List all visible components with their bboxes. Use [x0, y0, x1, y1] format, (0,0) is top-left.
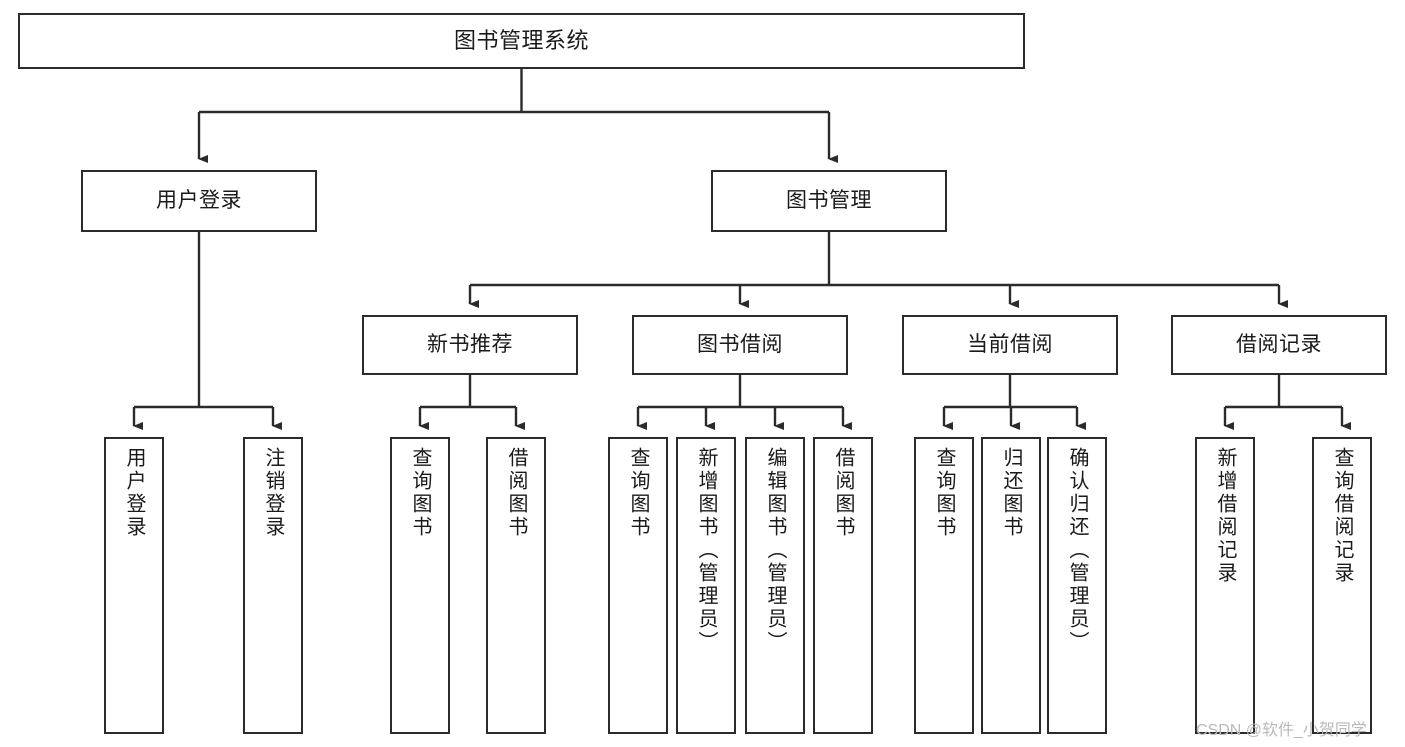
node-label: 新增借阅记录	[1214, 447, 1236, 585]
node-user-login[interactable]: 用户登录	[81, 170, 317, 232]
node-label: 图书借阅	[697, 332, 783, 356]
node-label: 借阅图书	[505, 447, 527, 539]
node-label: 归还图书	[1000, 447, 1022, 539]
node-leaf-query-book-2[interactable]: 查询图书	[608, 437, 668, 734]
node-label: 查询图书	[933, 447, 955, 539]
node-label: 当前借阅	[967, 332, 1053, 356]
node-label: 查询借阅记录	[1331, 447, 1353, 585]
watermark: CSDN @软件_小贺同学	[1196, 722, 1367, 739]
node-new-book-rec[interactable]: 新书推荐	[362, 315, 578, 375]
node-leaf-query-record[interactable]: 查询借阅记录	[1312, 437, 1372, 734]
node-borrow-record[interactable]: 借阅记录	[1171, 315, 1387, 375]
node-label: 确认归还（管理员）	[1066, 447, 1088, 654]
node-leaf-query-book-1[interactable]: 查询图书	[390, 437, 450, 734]
node-leaf-add-book[interactable]: 新增图书（管理员）	[676, 437, 736, 734]
node-book-manage[interactable]: 图书管理	[711, 170, 947, 232]
node-book-borrow[interactable]: 图书借阅	[632, 315, 848, 375]
node-leaf-return-book[interactable]: 归还图书	[981, 437, 1041, 734]
node-label: 用户登录	[123, 447, 145, 539]
node-label: 借阅记录	[1236, 332, 1322, 356]
node-leaf-user-login[interactable]: 用户登录	[104, 437, 164, 734]
node-label: 新书推荐	[427, 332, 513, 356]
node-leaf-query-book-3[interactable]: 查询图书	[914, 437, 974, 734]
node-label: 图书管理系统	[453, 28, 589, 54]
node-leaf-edit-book[interactable]: 编辑图书（管理员）	[745, 437, 805, 734]
node-leaf-add-record[interactable]: 新增借阅记录	[1195, 437, 1255, 734]
node-label: 注销登录	[262, 447, 284, 539]
node-label: 新增图书（管理员）	[695, 447, 717, 654]
node-current-borrow[interactable]: 当前借阅	[902, 315, 1118, 375]
node-label: 编辑图书（管理员）	[764, 447, 786, 654]
node-label: 借阅图书	[832, 447, 854, 539]
node-leaf-logout[interactable]: 注销登录	[243, 437, 303, 734]
node-leaf-borrow-book-2[interactable]: 借阅图书	[813, 437, 873, 734]
node-root[interactable]: 图书管理系统	[18, 13, 1025, 69]
node-label: 查询图书	[627, 447, 649, 539]
node-leaf-borrow-book-1[interactable]: 借阅图书	[486, 437, 546, 734]
node-label: 图书管理	[786, 188, 872, 212]
node-label: 用户登录	[156, 188, 242, 212]
node-leaf-confirm-return[interactable]: 确认归还（管理员）	[1047, 437, 1107, 734]
node-label: 查询图书	[409, 447, 431, 539]
